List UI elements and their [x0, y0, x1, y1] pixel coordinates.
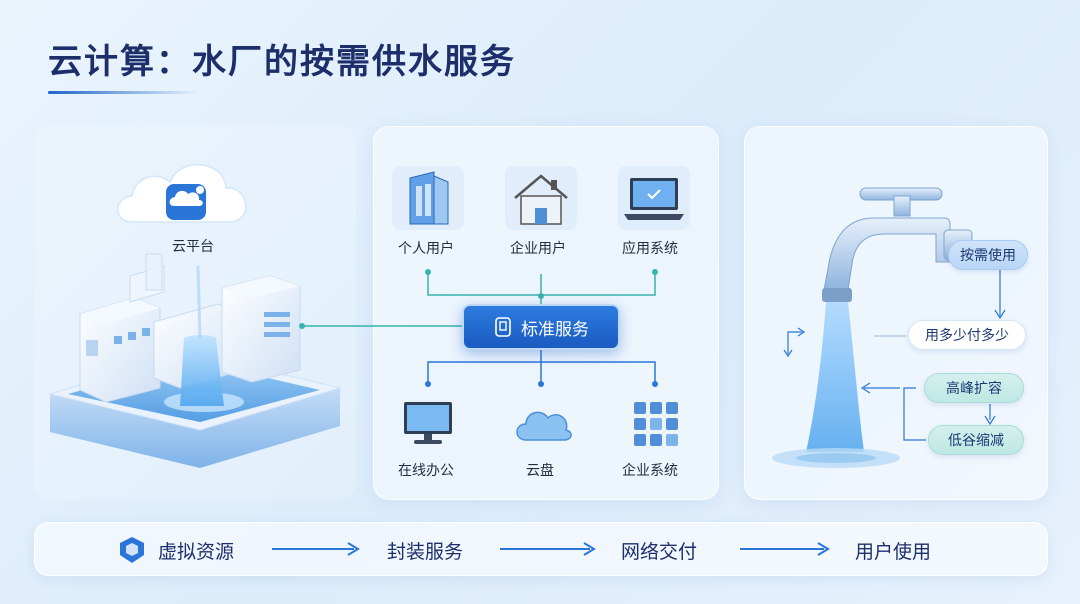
flow-step-virtual-resources: 虚拟资源: [158, 541, 235, 563]
cloud-drive-label: 云盘: [526, 463, 554, 479]
cloud-icon: [516, 411, 572, 441]
flow-step-package-service: 封装服务: [387, 541, 464, 563]
page-title: 云计算：水厂的按需供水服务: [48, 42, 516, 82]
flow-step-user-usage: 用户使用: [855, 541, 932, 563]
shield-cube-icon: [120, 537, 144, 563]
pay-per-use-tag: 用多少付多少: [908, 320, 1026, 350]
enterprise-user-node: [505, 166, 577, 230]
personal-user-node: [392, 166, 464, 230]
cloud-platform-label: 云平台: [172, 239, 214, 255]
enterprise-user-label: 企业用户: [510, 241, 566, 257]
desktop-monitor-icon: [404, 402, 452, 444]
app-grid-icon: [634, 402, 678, 446]
arrow-right-icon: [272, 542, 360, 556]
laptop-icon: [624, 178, 684, 220]
device-chip-icon: [495, 317, 511, 337]
peak-scale-up-tag: 高峰扩容: [924, 373, 1024, 403]
arrow-right-icon: [500, 542, 596, 556]
standard-service-button[interactable]: 标准服务: [462, 304, 620, 350]
building-icon: [409, 171, 449, 225]
personal-user-label: 个人用户: [398, 241, 454, 257]
house-icon: [514, 174, 568, 225]
application-system-node: [618, 166, 690, 230]
online-office-label: 在线办公: [398, 463, 454, 479]
valley-scale-down-tag: 低谷缩减: [928, 425, 1024, 455]
water-plant-illustration: [48, 163, 342, 468]
title-underline: [48, 91, 198, 94]
standard-service-label: 标准服务: [521, 319, 589, 340]
arrow-right-icon: [740, 542, 830, 556]
flow-step-network-delivery: 网络交付: [621, 541, 698, 563]
cloud-platform-icon: [117, 163, 247, 223]
enterprise-system-label: 企业系统: [622, 463, 678, 479]
application-system-label: 应用系统: [622, 241, 678, 257]
faucet-illustration: [772, 187, 1006, 468]
on-demand-tag: 按需使用: [948, 240, 1028, 270]
